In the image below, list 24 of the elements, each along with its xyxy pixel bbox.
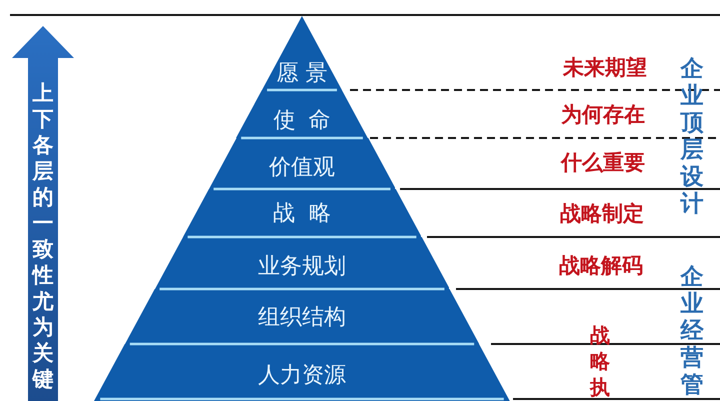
tier-label: 业务规划 [258,256,346,278]
tier-label: 战略 [272,203,345,225]
tier-label: 组织结构 [258,307,346,329]
tier-label: 人力资源 [258,365,346,387]
pyramid-tier [236,90,368,138]
tier-label: 价值观 [268,157,335,179]
side-heading: 企业顶层设计 [680,56,704,218]
arrow-banner [12,26,74,401]
pyramid-top [262,16,342,90]
side-heading: 企业经营管 [680,264,704,399]
tier-label: 愿景 [276,63,334,85]
row-note: 未来期望 [563,58,647,78]
row-note: 战略解码 [559,256,643,276]
pyramid-tier [208,138,396,189]
pyramid-tier [94,344,510,401]
tier-label: 使命 [273,110,344,132]
arrow-label: 上下各层的一致性尤为关键 [32,80,54,392]
pyramid-tier [124,289,480,344]
pyramid-tier [182,189,422,237]
row-note: 为何存在 [561,104,645,126]
row-note: 什么重要 [561,152,645,174]
row-note: 战略制定 [560,204,644,224]
pyramid-tier [154,237,450,289]
row-note: 战略执 [589,322,611,400]
